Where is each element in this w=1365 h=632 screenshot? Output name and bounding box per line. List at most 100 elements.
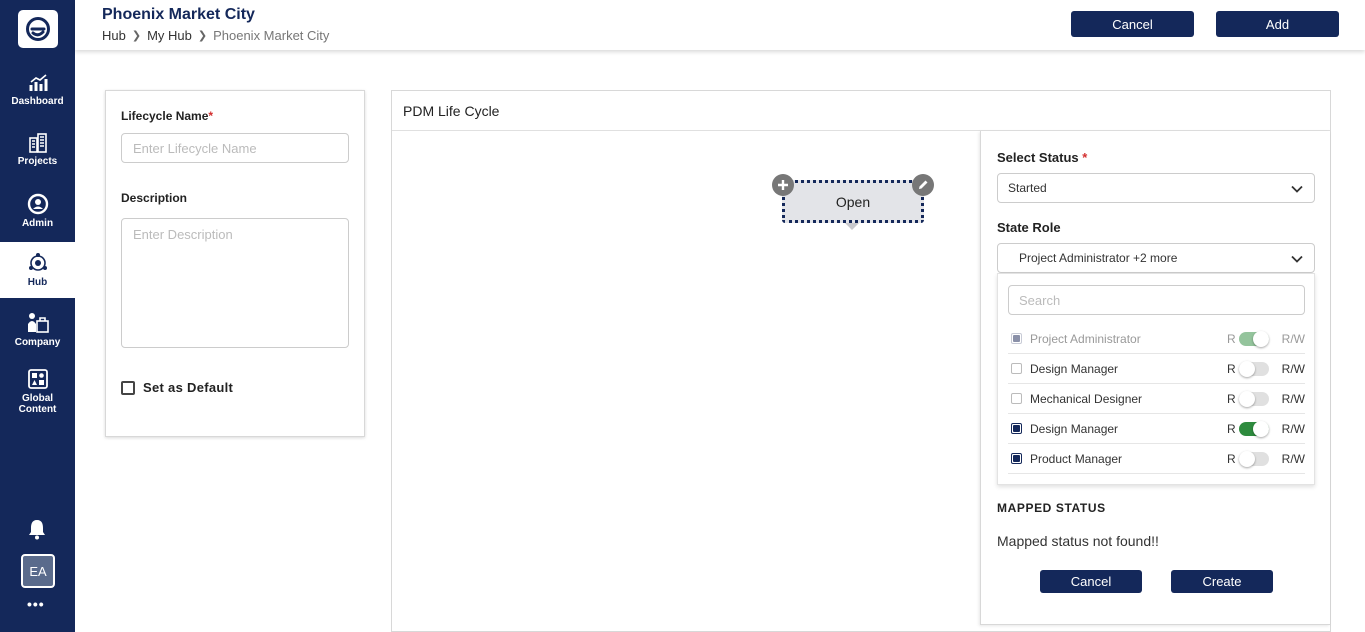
role-row[interactable]: Design Manager R R/W	[1008, 414, 1305, 444]
page-header: Phoenix Market City Hub ❯ My Hub ❯ Phoen…	[75, 0, 1365, 50]
required-mark: *	[1082, 150, 1088, 165]
read-write-label: R/W	[1281, 421, 1305, 436]
role-name: Design Manager	[1030, 361, 1119, 376]
add-button[interactable]: Add	[1216, 11, 1339, 37]
company-icon	[27, 313, 49, 333]
sidebar-item-global-content[interactable]: Global Content	[0, 362, 75, 420]
read-label: R	[1227, 451, 1236, 466]
create-button[interactable]: Create	[1171, 570, 1273, 593]
cancel-button[interactable]: Cancel	[1071, 11, 1194, 37]
breadcrumb: Hub ❯ My Hub ❯ Phoenix Market City	[102, 28, 329, 43]
more-menu-button[interactable]: •••	[27, 596, 45, 612]
role-row[interactable]: Product Manager R R/W	[1008, 444, 1305, 474]
mapped-status-message: Mapped status not found!!	[997, 533, 1159, 549]
panel-cancel-button[interactable]: Cancel	[1040, 570, 1142, 593]
read-write-toggle[interactable]	[1239, 360, 1269, 377]
role-checkbox	[1011, 333, 1022, 344]
role-name: Product Manager	[1030, 451, 1123, 466]
read-label: R	[1227, 421, 1236, 436]
sidebar-item-label: Global	[21, 392, 54, 404]
select-status-label: Select Status *	[997, 150, 1087, 165]
read-label: R	[1227, 391, 1236, 406]
sidebar-item-hub[interactable]: Hub	[0, 242, 75, 298]
mapped-status-title: MAPPED STATUS	[997, 501, 1106, 515]
lifecycle-canvas-card: PDM Life Cycle Open Select Status * Star…	[391, 90, 1331, 632]
state-node-label: Open	[835, 193, 871, 210]
required-mark: *	[208, 109, 214, 123]
read-write-toggle[interactable]	[1239, 390, 1269, 407]
e-logo-icon	[26, 17, 50, 41]
sidebar-item-label: Hub	[27, 277, 48, 288]
page-title: Phoenix Market City	[102, 6, 255, 23]
set-default-checkbox[interactable]	[121, 380, 135, 395]
hub-icon	[28, 253, 47, 271]
lifecycle-name-input[interactable]	[121, 133, 349, 163]
read-label: R	[1227, 331, 1236, 346]
lifecycle-name-label-text: Lifecycle Name	[121, 109, 209, 123]
divider	[392, 130, 1330, 131]
role-name: Project Administrator	[1030, 331, 1141, 346]
edit-state-button[interactable]	[912, 174, 934, 196]
breadcrumb-hub[interactable]: Hub	[102, 28, 126, 43]
state-config-panel: Select Status * Started State Role Proje…	[980, 131, 1330, 625]
role-search-input[interactable]	[1008, 285, 1305, 315]
state-node-open[interactable]: Open	[782, 180, 924, 223]
breadcrumb-current: Phoenix Market City	[213, 28, 330, 43]
sidebar-item-label: Projects	[17, 156, 58, 167]
read-write-label: R/W	[1281, 331, 1305, 346]
role-checkbox[interactable]	[1011, 423, 1022, 434]
canvas-title: PDM Life Cycle	[403, 103, 500, 119]
sidebar-item-label: Content	[18, 403, 57, 415]
building-icon	[28, 133, 47, 153]
sidebar-item-admin[interactable]: Admin	[0, 183, 75, 239]
node-connector-arrow	[845, 223, 859, 230]
role-checkbox[interactable]	[1011, 453, 1022, 464]
user-initials: EA	[29, 563, 47, 579]
read-write-label: R/W	[1281, 391, 1305, 406]
set-default-row[interactable]: Set as Default	[121, 380, 233, 395]
status-select[interactable]: Started	[997, 173, 1315, 203]
set-default-label: Set as Default	[143, 380, 234, 395]
state-role-select[interactable]: Project Administrator +2 more	[997, 243, 1315, 273]
plus-icon	[778, 180, 788, 190]
read-write-label: R/W	[1281, 361, 1305, 376]
chevron-right-icon: ❯	[131, 30, 142, 42]
chevron-right-icon: ❯	[197, 30, 208, 42]
chevron-down-icon	[1291, 185, 1303, 193]
read-write-toggle	[1239, 330, 1269, 347]
sidebar: Dashboard Projects Admin Hub	[0, 0, 75, 632]
sidebar-item-label: Admin	[21, 218, 54, 229]
description-label: Description	[121, 191, 188, 205]
role-checkbox[interactable]	[1011, 363, 1022, 374]
select-status-label-text: Select Status	[997, 150, 1079, 165]
user-avatar[interactable]: EA	[21, 554, 55, 588]
state-role-dropdown: Project Administrator R R/W Design Manag…	[997, 273, 1315, 485]
role-row: Project Administrator R R/W	[1008, 324, 1305, 354]
global-content-icon	[27, 368, 48, 389]
pencil-icon	[919, 180, 928, 189]
role-row[interactable]: Design Manager R R/W	[1008, 354, 1305, 384]
breadcrumb-my-hub[interactable]: My Hub	[147, 28, 192, 43]
add-state-button[interactable]	[772, 174, 794, 196]
read-write-toggle[interactable]	[1239, 450, 1269, 467]
chevron-down-icon	[1291, 255, 1303, 263]
role-row[interactable]: Mechanical Designer R R/W	[1008, 384, 1305, 414]
sidebar-item-label: Dashboard	[11, 96, 64, 107]
notifications-button[interactable]	[27, 518, 47, 543]
role-name: Mechanical Designer	[1030, 391, 1143, 406]
status-select-value: Started	[1008, 181, 1047, 195]
sidebar-item-company[interactable]: Company	[0, 302, 75, 358]
lifecycle-name-label: Lifecycle Name*	[121, 109, 213, 123]
read-write-toggle[interactable]	[1239, 420, 1269, 437]
app-logo[interactable]	[18, 10, 58, 48]
role-name: Design Manager	[1030, 421, 1119, 436]
bell-icon	[29, 520, 45, 540]
state-role-select-value: Project Administrator +2 more	[1019, 251, 1178, 265]
role-checkbox[interactable]	[1011, 393, 1022, 404]
sidebar-item-label: Company	[14, 337, 61, 348]
sidebar-item-dashboard[interactable]: Dashboard	[0, 62, 75, 118]
description-textarea[interactable]	[121, 218, 349, 348]
read-label: R	[1227, 361, 1236, 376]
chart-icon	[29, 74, 47, 91]
sidebar-item-projects[interactable]: Projects	[0, 122, 75, 178]
